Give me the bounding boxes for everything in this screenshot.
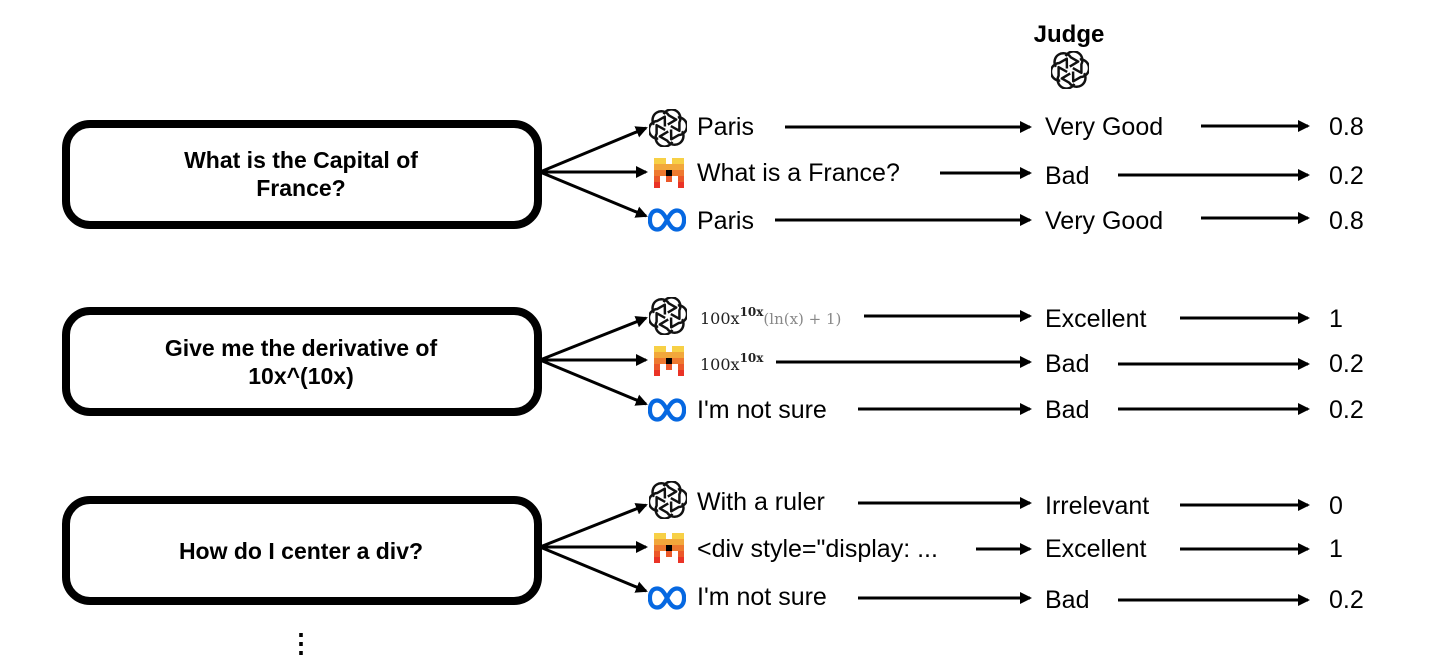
math-tail: (ln(x) + 1): [763, 310, 841, 328]
fan-arrow: [539, 358, 648, 406]
judge-grade: Bad: [1045, 162, 1089, 190]
score-value: 0.2: [1329, 162, 1364, 190]
score-value: 0.2: [1329, 350, 1364, 378]
question-box-2: Give me the derivative of 10x^(10x): [62, 307, 542, 416]
question-2-line-1: Give me the derivative of: [165, 335, 438, 361]
response-text: What is a France?: [697, 159, 900, 187]
response-math: 100x10x: [700, 351, 764, 374]
question-2-line-2: 10x^(10x): [248, 363, 354, 389]
response-text: With a ruler: [697, 488, 825, 516]
mistral-logo-icon: [654, 533, 684, 563]
judge-grade: Irrelevant: [1045, 492, 1149, 520]
response-text: I'm not sure: [697, 396, 827, 424]
response-text: Paris: [697, 113, 754, 141]
question-group-2: Give me the derivative of 10x^(10x) 100x…: [62, 296, 1364, 424]
fan-arrow: [539, 316, 648, 362]
judge-label: Judge: [1034, 21, 1105, 48]
math-exponent: 10x: [740, 305, 765, 319]
score-value: 0.2: [1329, 396, 1364, 424]
question-1-line-2: France?: [256, 175, 345, 201]
math-base: 100x: [700, 309, 740, 328]
response-math: 100x10x(ln(x) + 1): [700, 305, 841, 328]
score-value: 1: [1329, 535, 1343, 563]
judge-grade: Bad: [1045, 350, 1089, 378]
openai-logo-icon: [646, 296, 691, 336]
question-group-3: How do I center a div? With a ruler Irre…: [62, 480, 1364, 614]
mistral-logo-icon: [654, 158, 684, 188]
judge-grade: Very Good: [1045, 113, 1163, 141]
response-text: <div style="display: ...: [697, 535, 938, 563]
mistral-logo-icon: [654, 346, 684, 376]
score-value: 0.8: [1329, 207, 1364, 235]
judge-grade: Excellent: [1045, 305, 1146, 333]
score-value: 1: [1329, 305, 1343, 333]
continuation-ellipsis: ⋮: [288, 628, 314, 658]
fan-arrow: [539, 170, 648, 218]
openai-logo-icon: [646, 480, 691, 520]
response-text: I'm not sure: [697, 583, 827, 611]
openai-logo-icon: [646, 108, 691, 148]
question-box-1: What is the Capital of France?: [62, 120, 542, 229]
question-3-line-1: How do I center a div?: [179, 538, 423, 564]
meta-logo-icon: [650, 211, 684, 230]
fan-arrow: [539, 545, 648, 593]
judge-grade: Bad: [1045, 586, 1089, 614]
question-1-line-1: What is the Capital of: [184, 147, 418, 173]
judge-grade: Excellent: [1045, 535, 1146, 563]
math-base: 100x: [700, 355, 740, 374]
score-value: 0.2: [1329, 586, 1364, 614]
response-text: Paris: [697, 207, 754, 235]
judge-grade: Bad: [1045, 396, 1089, 424]
judge-grade: Very Good: [1045, 207, 1163, 235]
fan-arrow: [539, 503, 648, 549]
judge-openai-icon: [1048, 50, 1093, 90]
question-box-3: How do I center a div?: [62, 496, 542, 605]
fan-arrow: [539, 126, 648, 174]
meta-logo-icon: [650, 589, 684, 608]
meta-logo-icon: [650, 401, 684, 420]
math-exponent: 10x: [740, 351, 765, 365]
question-group-1: What is the Capital of France? Paris Ver…: [62, 108, 1364, 235]
score-value: 0: [1329, 492, 1343, 520]
score-value: 0.8: [1329, 113, 1364, 141]
